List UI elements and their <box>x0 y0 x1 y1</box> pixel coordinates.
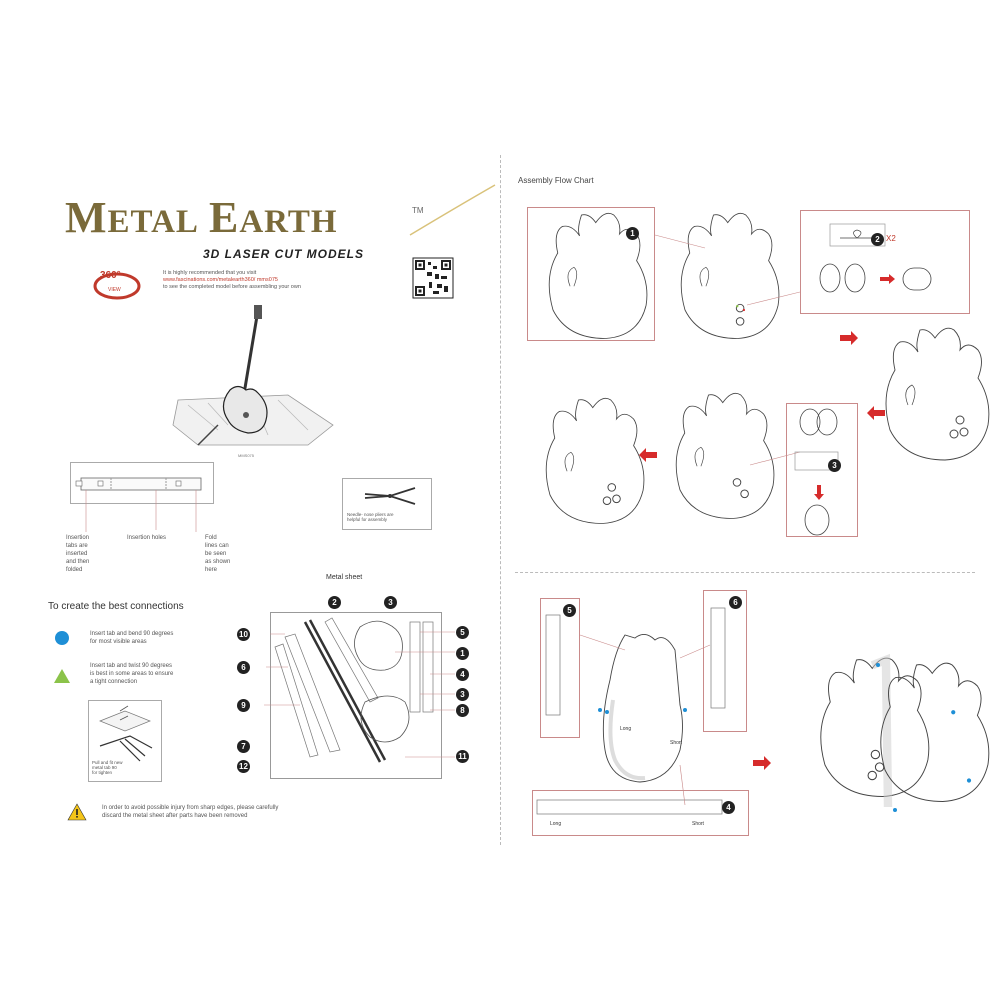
short-label: Short <box>670 740 682 746</box>
qr-code[interactable] <box>412 257 454 299</box>
metal-sheet-parts <box>264 617 455 763</box>
metal-sheet <box>270 612 442 779</box>
warning-note: In order to avoid possible injury from s… <box>102 805 279 819</box>
sheet-number: 3 <box>384 596 397 609</box>
sheet-number: 11 <box>456 750 469 763</box>
long-label-strip: Long <box>550 821 562 827</box>
sheet-title: Metal sheet <box>326 574 363 581</box>
short-label-strip: Short <box>692 821 704 827</box>
step-number: 4 <box>722 801 735 814</box>
page-divider <box>500 155 501 845</box>
brand-letter: E <box>208 193 240 242</box>
finished-model-illustration <box>172 305 334 446</box>
step-4-box <box>532 790 749 836</box>
sheet-number: 4 <box>456 668 469 681</box>
long-label: Long <box>620 726 632 732</box>
trademark: TM <box>412 206 424 215</box>
sheet-number: 1 <box>456 647 469 660</box>
brand-word: ARTH <box>239 204 338 240</box>
twist-illustration <box>99 705 153 762</box>
step-number: 6 <box>729 596 742 609</box>
visit-instruction: It is highly recommended that you visit … <box>163 270 403 291</box>
green-triangle-icon <box>54 669 70 683</box>
step-number: 1 <box>626 227 639 240</box>
360-badge-sub: VIEW <box>108 287 121 293</box>
sheet-number: 3 <box>456 688 469 701</box>
sheet-number: 12 <box>237 760 250 773</box>
instruction-link[interactable]: www.fascinations.com/metalearth360/ mms0… <box>163 277 278 283</box>
step-2-box <box>800 210 970 314</box>
blue-note: Insert tab and bend 90 degrees for most … <box>90 631 174 645</box>
warning-icon <box>67 803 87 821</box>
subtitle: 3D LASER CUT MODELS <box>203 247 365 261</box>
label-fold-lines: Fold lines can be seen as shown here <box>205 535 231 573</box>
label-insertion-tabs: Insertion tabs are inserted and then fol… <box>66 535 90 573</box>
instruction-line: to see the completed model before assemb… <box>163 284 301 290</box>
sheet-number: 7 <box>237 740 250 753</box>
twist-diagram <box>88 700 162 782</box>
label-insertion-holes: Insertion holes <box>127 535 167 541</box>
step-1-box <box>527 207 655 341</box>
step-number: 5 <box>563 604 576 617</box>
section-divider <box>515 572 975 573</box>
connections-title: To create the best connections <box>48 601 184 612</box>
tool-note: Needle- nose pliers are helpful for asse… <box>347 512 394 522</box>
sheet-number: 10 <box>237 628 250 641</box>
logo-swoosh <box>409 184 496 236</box>
step-3-box <box>786 403 858 537</box>
flow-chart-title: Assembly Flow Chart <box>518 176 594 185</box>
assembly-illustrations <box>536 212 990 815</box>
step-5-box <box>540 598 580 738</box>
pliers-note: Pull and fit new metal tab 90 for tighte… <box>92 760 123 775</box>
sheet-number: 5 <box>456 626 469 639</box>
pliers-icon <box>364 487 416 505</box>
360-view-icon <box>93 272 141 300</box>
tool-box <box>342 478 432 530</box>
green-note: Insert tab and twist 90 degrees is best … <box>90 663 174 685</box>
brand-letter: M <box>65 193 108 242</box>
sheet-number: 9 <box>237 699 250 712</box>
step-number: 2 <box>871 233 884 246</box>
blue-dot-icon <box>55 631 69 645</box>
insertion-strip <box>75 477 202 532</box>
model-caption: MMS075 <box>238 453 255 458</box>
360-badge: 360° <box>100 270 121 281</box>
step-6-box <box>703 590 747 732</box>
sheet-number: 2 <box>328 596 341 609</box>
brand-word: ETAL <box>107 204 199 240</box>
insertion-diagram <box>70 462 214 504</box>
x2-label: X2 <box>886 234 896 243</box>
step-number: 3 <box>828 459 841 472</box>
sheet-number: 8 <box>456 704 469 717</box>
sheet-number: 6 <box>237 661 250 674</box>
instruction-line: It is highly recommended that you visit <box>163 270 257 276</box>
